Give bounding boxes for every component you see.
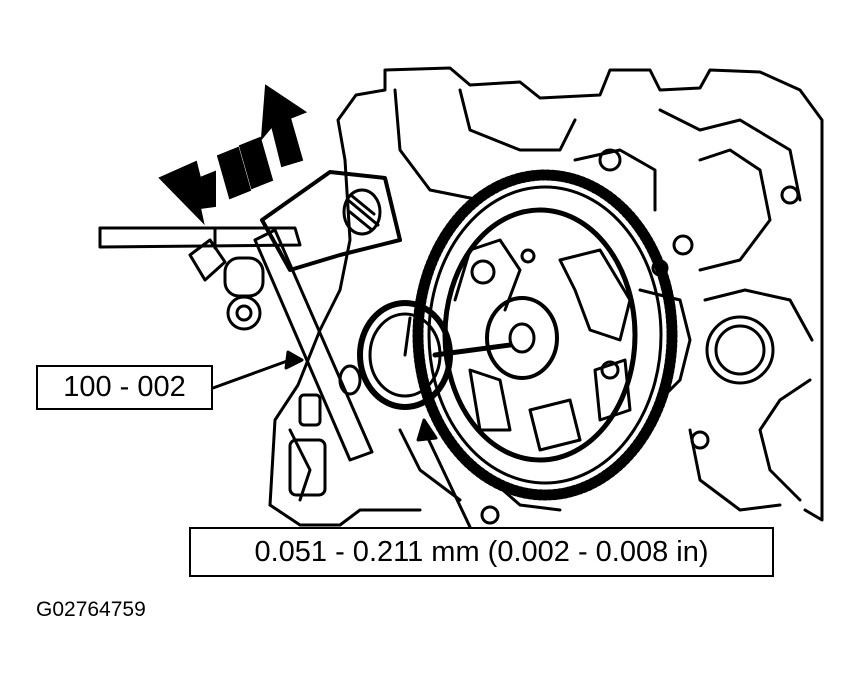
movement-direction-arrows (158, 84, 308, 226)
endplay-spec-callout: 0.051 - 0.211 mm (0.002 - 0.008 in) (189, 527, 774, 577)
figure-id: G02764759 (36, 598, 146, 621)
pry-bar (98, 226, 302, 250)
dial-indicator (338, 300, 513, 410)
tool-number-callout: 100 - 002 (36, 365, 213, 410)
dial-indicator-arm (188, 170, 402, 462)
endplay-spec-label: 0.051 - 0.211 mm (0.002 - 0.008 in) (254, 535, 709, 568)
cover-ports (480, 148, 800, 525)
camshaft-sprocket (412, 169, 678, 501)
leader-lines (211, 350, 472, 529)
engine-block-outline (268, 66, 824, 527)
tool-number-label: 100 - 002 (63, 371, 186, 403)
camshaft-hub (485, 296, 559, 380)
